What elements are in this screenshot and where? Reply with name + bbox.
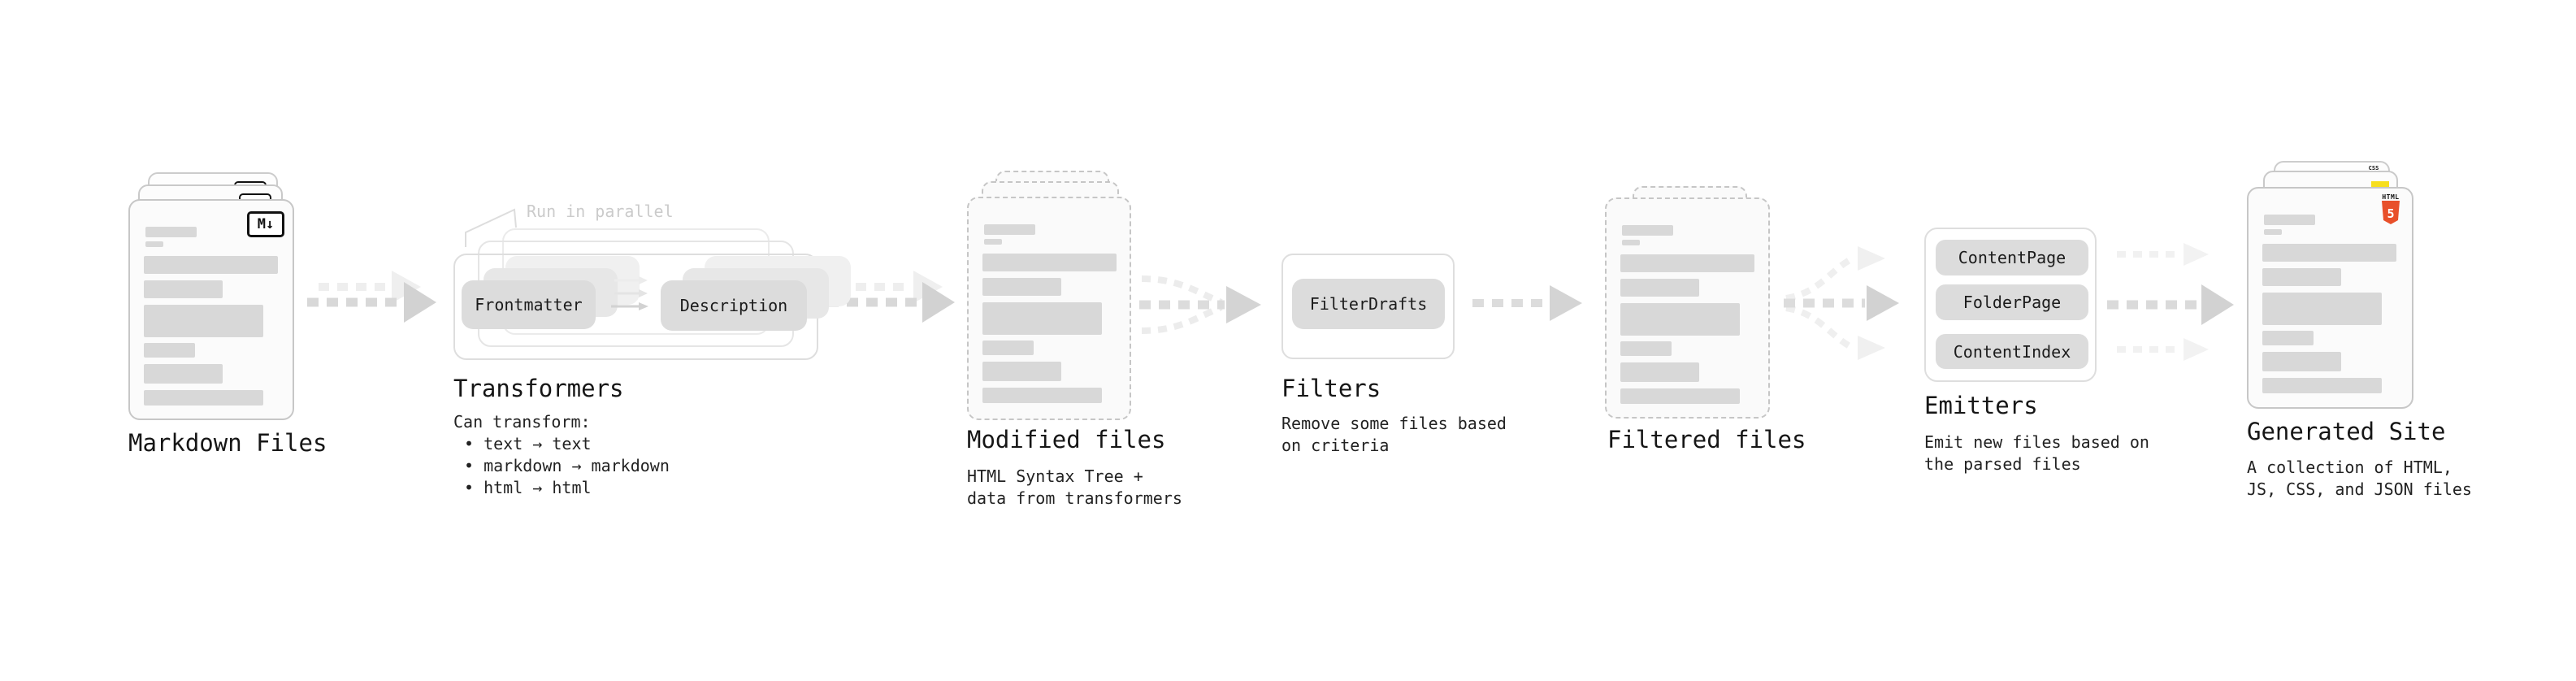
description-line: • markdown → markdown [464,456,670,475]
arrow-filtered-to-emitters [1784,246,1899,360]
filters-title: Filters [1281,375,1381,402]
modified-files-description: HTML Syntax Tree + data from transformer… [967,466,1182,510]
run-in-parallel-leader-line [465,208,517,247]
generated-site-description: A collection of HTML, JS, CSS, and JSON … [2247,457,2472,501]
filtered-files-title: Filtered files [1607,426,1806,453]
placeholder-text-bars [1607,199,1768,417]
emitters-description: Emit new files based on the parsed files [1924,432,2149,475]
frontmatter-pill: Frontmatter [462,280,596,329]
html5-icon-number: 5 [2387,206,2394,221]
stage-generated-site: CSS HTML 5 [2247,161,2413,409]
filterdrafts-pill: FilterDrafts [1292,279,1445,329]
arrow-transformers-to-modified [827,271,955,323]
placeholder-text-bars [2249,189,2412,407]
description-line: • html → html [464,478,592,497]
contentpage-pill-label: ContentPage [1958,248,2066,267]
contentpage-pill: ContentPage [1936,240,2088,275]
description-line: JS, CSS, and JSON files [2247,479,2472,499]
parallel-arrows [611,276,648,310]
arrow-modified-to-filters [1139,275,1261,334]
stage-markdown-files: M↓ M↓ M↓ [128,172,294,420]
filters-description: Remove some files based on criteria [1281,413,1507,457]
html-file-card: HTML 5 [2247,187,2413,409]
description-pill: Description [661,280,807,331]
html5-icon: HTML 5 [2379,193,2402,225]
placeholder-text-bars [130,201,293,419]
modified-file-card [967,197,1131,420]
description-line: HTML Syntax Tree + [967,466,1143,486]
javascript-icon [2371,181,2389,189]
transformers-description: Can transform: • text → text • markdown … [453,411,670,499]
emitters-title: Emitters [1924,392,2038,419]
description-line: the parsed files [1924,454,2081,474]
folderpage-pill-label: FolderPage [1962,293,2062,312]
description-line: data from transformers [967,488,1182,508]
markdown-icon-label: M↓ [257,216,275,232]
folderpage-pill: FolderPage [1936,284,2088,320]
markdown-file-card: M↓ [128,199,294,420]
description-line: • text → text [464,434,592,453]
contentindex-pill: ContentIndex [1936,334,2088,369]
description-line: Emit new files based on [1924,432,2149,452]
markdown-icon: M↓ [247,211,284,237]
emitters-panel: ContentPage FolderPage ContentIndex [1924,228,2097,382]
description-line: A collection of HTML, [2247,458,2452,477]
description-line: on criteria [1281,436,1390,455]
stage-modified-files [967,171,1133,420]
markdown-files-title: Markdown Files [128,429,327,457]
placeholder-text-bars [969,198,1130,419]
css-icon-label: CSS [2368,165,2379,171]
generated-site-title: Generated Site [2247,418,2446,445]
filtered-file-card [1605,197,1770,419]
modified-files-title: Modified files [967,426,1166,453]
description-line: Can transform: [453,412,591,432]
html5-icon-label: HTML [2382,193,2400,201]
description-pill-label: Description [679,296,788,315]
arrow-filters-to-filtered [1472,285,1582,321]
transformers-title: Transformers [453,375,624,402]
arrow-markdown-to-transformers [307,271,436,323]
contentindex-pill-label: ContentIndex [1953,341,2071,362]
frontmatter-pill-label: Frontmatter [475,295,583,314]
filterdrafts-pill-label: FilterDrafts [1309,294,1428,314]
arrow-emitters-to-generated [2107,243,2234,361]
stage-filtered-files [1605,186,1771,420]
description-line: Remove some files based [1281,414,1507,433]
run-in-parallel-note: Run in parallel [527,202,674,221]
